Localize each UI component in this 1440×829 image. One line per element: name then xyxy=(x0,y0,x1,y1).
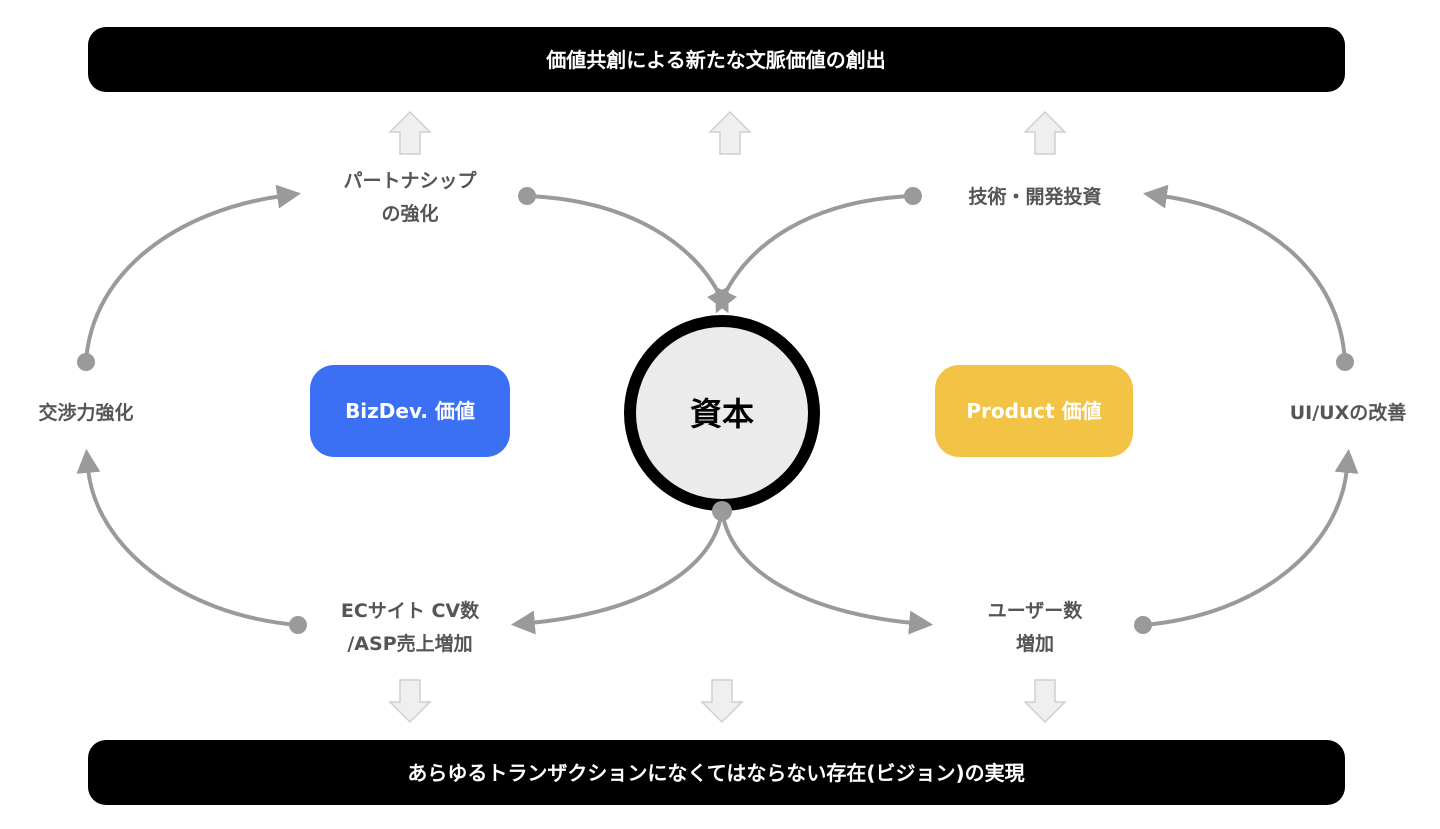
up-arrow-icon xyxy=(388,110,432,155)
top-banner: 価値共創による新たな文脈価値の創出 xyxy=(88,27,1345,92)
flow-negotiation-to-partnership xyxy=(84,184,302,363)
down-arrow-icon xyxy=(700,679,744,724)
connector-dot xyxy=(1336,353,1354,371)
product-value-label: Product 価値 xyxy=(966,399,1101,423)
bizdev-value-label: BizDev. 価値 xyxy=(345,399,475,423)
node-negotiation: 交渉力強化 xyxy=(38,401,133,424)
flow-uiux-to-tech xyxy=(1142,184,1347,363)
node-partnership-line2: の強化 xyxy=(381,202,438,225)
connector-dot xyxy=(1134,616,1152,634)
flow-tech-to-capital xyxy=(715,194,914,314)
connector-dot xyxy=(518,187,536,205)
flow-capital-to-ec xyxy=(510,510,724,635)
connector-dot xyxy=(712,501,732,521)
node-users-line2: 増加 xyxy=(1016,632,1054,655)
node-uiux: UI/UXの改善 xyxy=(1290,401,1407,424)
connector-dot xyxy=(289,616,307,634)
product-value-box: Product 価値 xyxy=(935,365,1133,457)
down-arrow-icon xyxy=(1023,679,1067,724)
bizdev-value-box: BizDev. 価値 xyxy=(310,365,510,457)
connector-dot xyxy=(77,353,95,371)
capital-node: 資本 xyxy=(624,315,820,521)
bottom-banner: あらゆるトランザクションになくてはならない存在(ビジョン)の実現 xyxy=(88,740,1345,805)
capital-label: 資本 xyxy=(690,395,754,433)
up-arrow-icon xyxy=(708,110,752,155)
flow-capital-to-users xyxy=(720,510,934,635)
connector-dot xyxy=(904,187,922,205)
top-banner-text: 価値共創による新たな文脈価値の創出 xyxy=(545,48,885,72)
node-partnership-line1: パートナシップ xyxy=(343,169,477,192)
down-arrow-icon xyxy=(388,679,432,724)
node-ec-cv-line2: /ASP売上増加 xyxy=(347,632,472,655)
node-ec-cv-line1: ECサイト CV数 xyxy=(341,599,480,622)
flow-partnership-to-capital xyxy=(526,194,729,314)
up-arrow-icon xyxy=(1023,110,1067,155)
flow-arrows xyxy=(76,184,1359,635)
flow-ec-to-negotiation xyxy=(76,448,299,627)
node-users-line1: ユーザー数 xyxy=(988,599,1084,622)
node-tech-investment: 技術・開発投資 xyxy=(968,185,1101,208)
flow-users-to-uiux xyxy=(1142,448,1359,627)
bottom-banner-text: あらゆるトランザクションになくてはならない存在(ビジョン)の実現 xyxy=(407,761,1024,785)
